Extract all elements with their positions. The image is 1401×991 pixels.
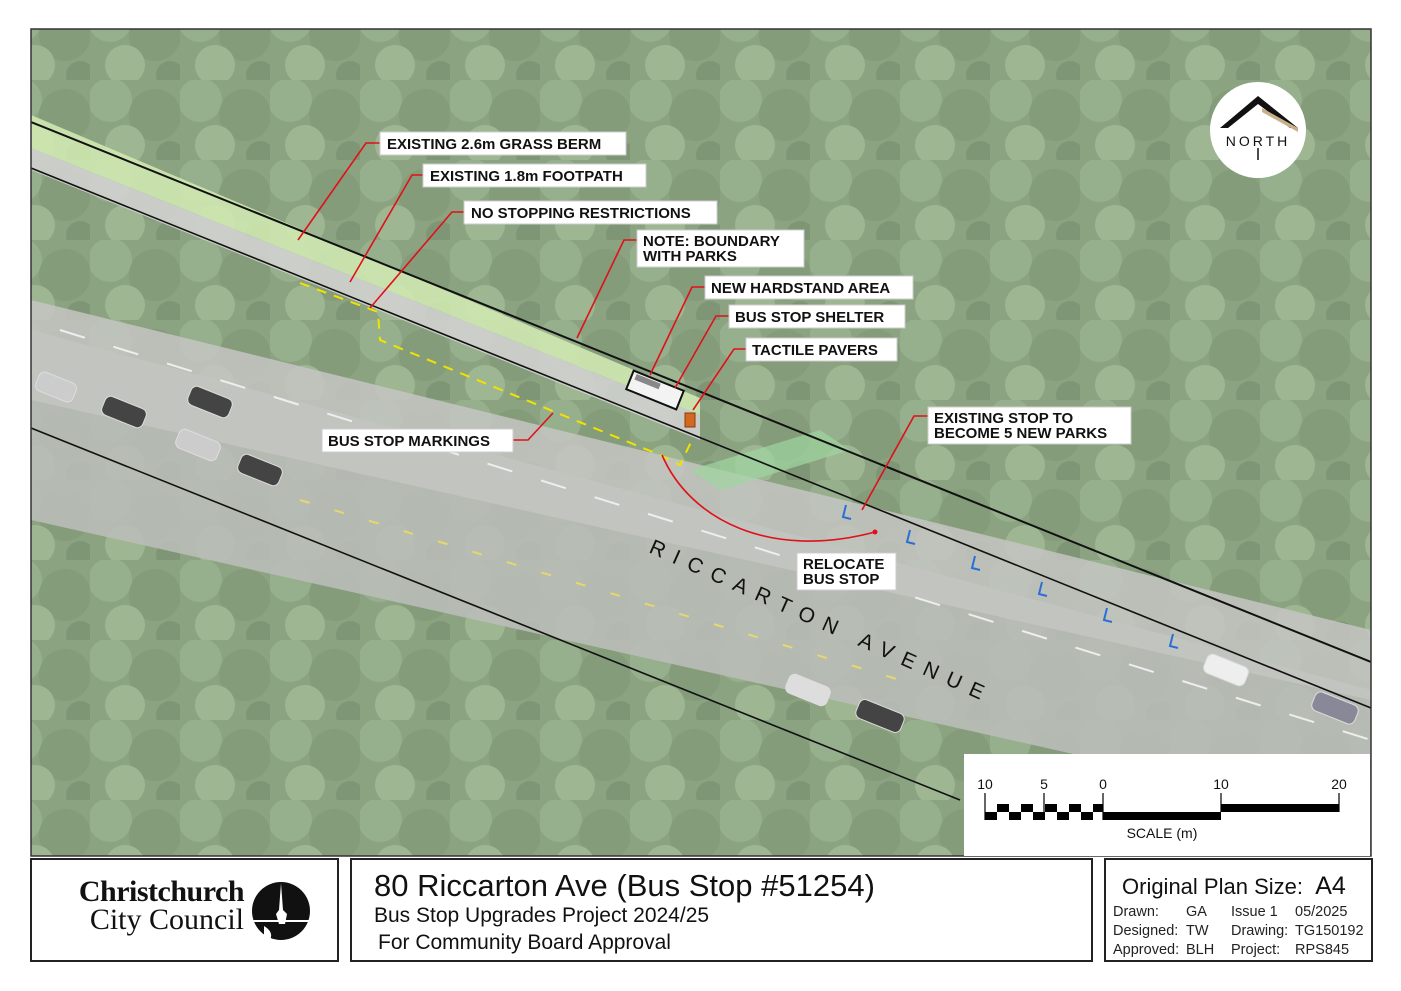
copyright-text: © Copyright Christchurch City Council / … bbox=[19, 340, 30, 852]
drawing-number: TG150192 bbox=[1295, 923, 1364, 939]
svg-text:NO STOPPING RESTRICTIONS: NO STOPPING RESTRICTIONS bbox=[471, 205, 691, 222]
svg-text:BUS STOP MARKINGS: BUS STOP MARKINGS bbox=[328, 433, 490, 450]
drawn-value: GA bbox=[1186, 904, 1207, 920]
issue-date: 05/2025 bbox=[1295, 904, 1348, 920]
label-markings: BUS STOP MARKINGS bbox=[321, 428, 514, 453]
title-panel: 80 Riccarton Ave (Bus Stop #51254) Bus S… bbox=[350, 858, 1093, 962]
designed-label: Designed: bbox=[1113, 923, 1179, 939]
scale-label: SCALE (m) bbox=[1127, 825, 1198, 841]
aerial-background: RICCARTON AVENUE © Copyright Christchurc… bbox=[19, 29, 1371, 856]
scale-tick: 10 bbox=[977, 776, 993, 792]
designed-value: TW bbox=[1186, 923, 1209, 939]
scale-tick: 5 bbox=[1040, 776, 1048, 792]
svg-text:EXISTING 2.6m GRASS BERM: EXISTING 2.6m GRASS BERM bbox=[387, 136, 601, 153]
drawing-info-panel: Original Plan Size: A4 Drawn: GA Issue 1… bbox=[1104, 858, 1373, 962]
svg-text:TACTILE PAVERS: TACTILE PAVERS bbox=[752, 342, 878, 359]
svg-text:NEW HARDSTAND AREA: NEW HARDSTAND AREA bbox=[711, 280, 890, 297]
label-no-stopping: NO STOPPING RESTRICTIONS bbox=[463, 200, 718, 225]
drawn-label: Drawn: bbox=[1113, 904, 1159, 920]
cathedral-logo-icon bbox=[252, 882, 310, 940]
scale-tick: 10 bbox=[1213, 776, 1229, 792]
north-arrow: NORTH bbox=[1210, 82, 1306, 178]
drawing-label: Drawing: bbox=[1231, 923, 1289, 939]
label-tactile: TACTILE PAVERS bbox=[745, 337, 898, 362]
annotation-arrows bbox=[297, 142, 928, 542]
svg-text:BECOME 5 NEW PARKS: BECOME 5 NEW PARKS bbox=[934, 425, 1107, 442]
approval-purpose: For Community Board Approval bbox=[378, 931, 671, 954]
svg-text:BUS STOP SHELTER: BUS STOP SHELTER bbox=[735, 309, 884, 326]
label-grass-berm: EXISTING 2.6m GRASS BERM bbox=[379, 131, 627, 156]
approved-label: Approved: bbox=[1113, 942, 1180, 958]
svg-text:BUS STOP: BUS STOP bbox=[803, 571, 879, 588]
road-edge-line bbox=[31, 427, 961, 801]
project-number: RPS845 bbox=[1295, 942, 1350, 958]
new-parks-markers bbox=[841, 504, 1179, 649]
scale-tick: 0 bbox=[1099, 776, 1107, 792]
project-subtitle: Bus Stop Upgrades Project 2024/25 bbox=[374, 904, 710, 927]
logo-panel: Christchurch City Council bbox=[30, 858, 339, 962]
parked-cars bbox=[35, 371, 1359, 733]
svg-text:RELOCATE: RELOCATE bbox=[803, 556, 884, 573]
scale-tick: 20 bbox=[1331, 776, 1347, 792]
kerb-line bbox=[31, 167, 1371, 709]
scale-bar: 10 5 0 10 20 SCALE (m) bbox=[964, 754, 1370, 856]
property-boundary-line bbox=[31, 121, 1371, 663]
project-label: Project: bbox=[1231, 942, 1281, 958]
svg-text:WITH PARKS: WITH PARKS bbox=[643, 248, 737, 265]
council-logo-text: Christchurch City Council bbox=[78, 875, 245, 936]
tactile-pavers bbox=[684, 412, 696, 428]
svg-text:EXISTING 1.8m FOOTPATH: EXISTING 1.8m FOOTPATH bbox=[430, 168, 623, 185]
label-footpath: EXISTING 1.8m FOOTPATH bbox=[422, 163, 647, 188]
label-shelter: BUS STOP SHELTER bbox=[728, 304, 906, 329]
north-label: NORTH bbox=[1226, 133, 1291, 149]
approved-value: BLH bbox=[1186, 942, 1215, 958]
plan-size: Original Plan Size: A4 bbox=[1122, 872, 1346, 900]
label-hardstand: NEW HARDSTAND AREA bbox=[704, 275, 914, 300]
footpath bbox=[31, 148, 700, 440]
svg-text:NOTE: BOUNDARY: NOTE: BOUNDARY bbox=[643, 233, 780, 250]
issue-value: Issue 1 bbox=[1231, 904, 1278, 920]
drawing-title: 80 Riccarton Ave (Bus Stop #51254) bbox=[374, 868, 875, 903]
svg-text:EXISTING STOP TO: EXISTING STOP TO bbox=[934, 410, 1074, 427]
no-stopping-lines bbox=[299, 282, 693, 467]
bus-stop-shelter bbox=[624, 369, 686, 411]
